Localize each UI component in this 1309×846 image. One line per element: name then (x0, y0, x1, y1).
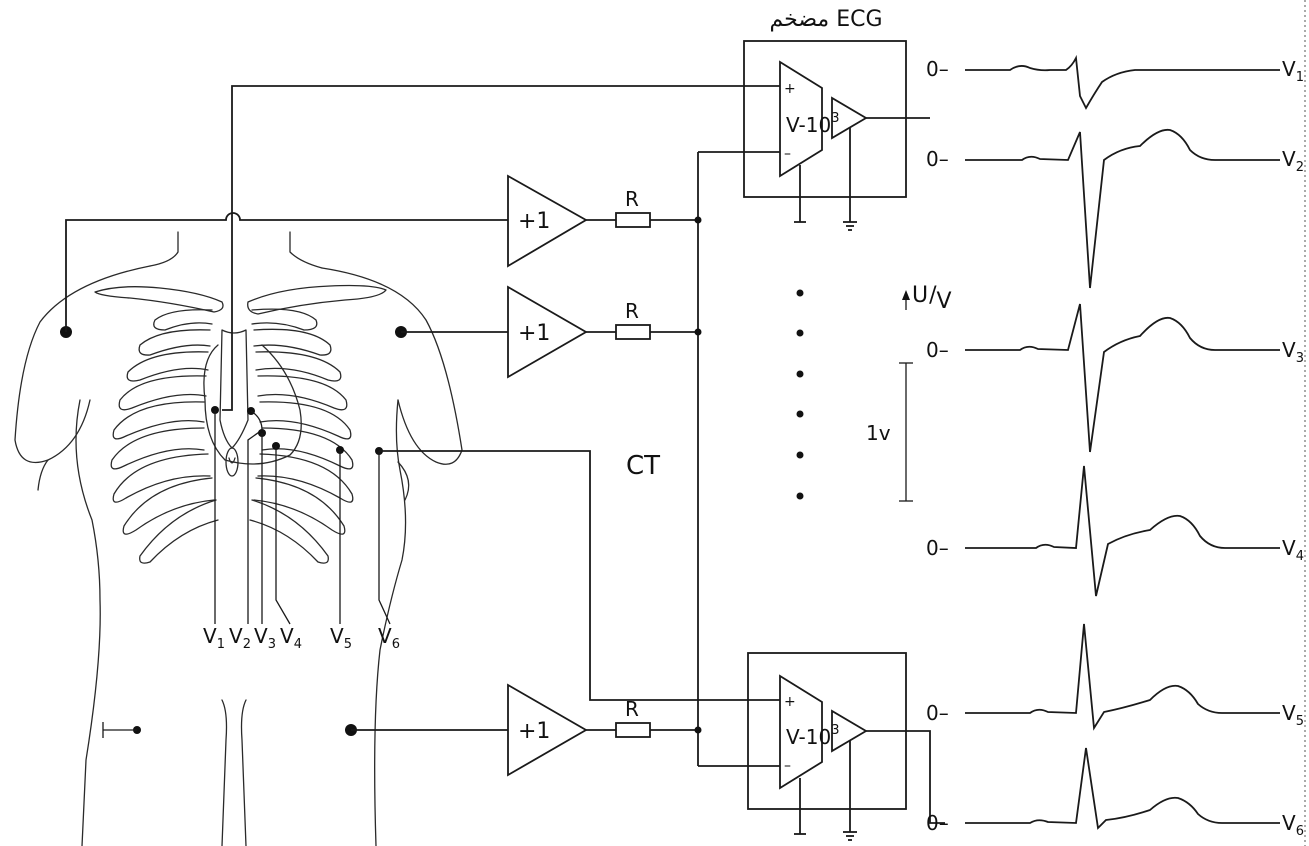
ecg-amplifier-title: مضخم ECG (769, 7, 882, 32)
svg-text:0–: 0– (926, 701, 949, 725)
svg-text:+: + (784, 694, 796, 710)
sternum-heart (203, 329, 302, 477)
svg-text:V-103: V-103 (786, 723, 839, 749)
svg-text:V5: V5 (330, 624, 352, 652)
electrode-wires (211, 406, 391, 625)
buffer-amplifier-2: +1 (507, 285, 588, 379)
wiring (65, 85, 945, 824)
junction-3 (694, 726, 702, 734)
svg-text:–: – (784, 758, 791, 774)
torso-outline (14, 231, 463, 846)
ecg-trace-v1: 0– V1 (926, 54, 1304, 110)
svg-text:+1: +1 (518, 321, 550, 346)
svg-text:R: R (625, 187, 639, 211)
svg-text:0–: 0– (926, 57, 949, 81)
resistor-3: R (615, 697, 651, 738)
rib-cage-left (110, 309, 219, 564)
svg-text:V4: V4 (1282, 536, 1304, 564)
ecg-trace-v2: 0– V2 (926, 128, 1304, 289)
svg-text:0–: 0– (926, 147, 949, 171)
ecg-trace-v3: 0– V3 (926, 303, 1304, 453)
ellipsis-dots (796, 289, 804, 500)
svg-text:V6: V6 (378, 624, 400, 652)
ecg-amplifier-bottom: + – V-103 (747, 652, 907, 841)
buffer-amplifier-1: +1 (507, 174, 588, 268)
svg-text:0–: 0– (926, 338, 949, 362)
voltage-axis: U/V 1v (866, 283, 952, 502)
svg-text:V-103: V-103 (786, 111, 839, 137)
svg-text:V2: V2 (1282, 147, 1304, 175)
junction-2 (694, 328, 702, 336)
svg-text:+1: +1 (518, 209, 550, 234)
svg-text:R: R (625, 299, 639, 323)
svg-text:0–: 0– (926, 811, 949, 835)
svg-text:V3: V3 (254, 624, 276, 652)
svg-text:0–: 0– (926, 536, 949, 560)
svg-text:V1: V1 (1282, 57, 1304, 85)
ecg-amplifier-top: مضخم ECG + – V-103 (743, 7, 907, 231)
resistor-1: R (615, 187, 651, 228)
buffer-amplifier-3: +1 (507, 683, 588, 777)
svg-text:V2: V2 (229, 624, 251, 652)
rib-cage-right (249, 308, 354, 564)
scale-label: 1v (866, 421, 891, 445)
center-terminal-label: CT (626, 451, 660, 481)
svg-text:V4: V4 (280, 624, 302, 652)
ecg-trace-v5: 0– V5 (926, 623, 1304, 731)
svg-text:V3: V3 (1282, 338, 1304, 366)
ecg-trace-v4: 0– V4 (926, 465, 1304, 597)
svg-text:–: – (784, 146, 791, 162)
svg-text:+: + (784, 81, 796, 97)
lead-labels-torso: V1 V2 V3 V4 V5 V6 (203, 624, 400, 652)
junction-1 (694, 216, 702, 224)
svg-text:+1: +1 (518, 719, 550, 744)
ecg-trace-v6: 0– V6 (926, 747, 1304, 839)
resistor-2: R (615, 299, 651, 340)
svg-text:V1: V1 (203, 624, 225, 652)
svg-text:V5: V5 (1282, 701, 1304, 729)
svg-text:R: R (625, 697, 639, 721)
svg-text:U/V: U/V (912, 283, 952, 314)
svg-text:V6: V6 (1282, 811, 1304, 839)
